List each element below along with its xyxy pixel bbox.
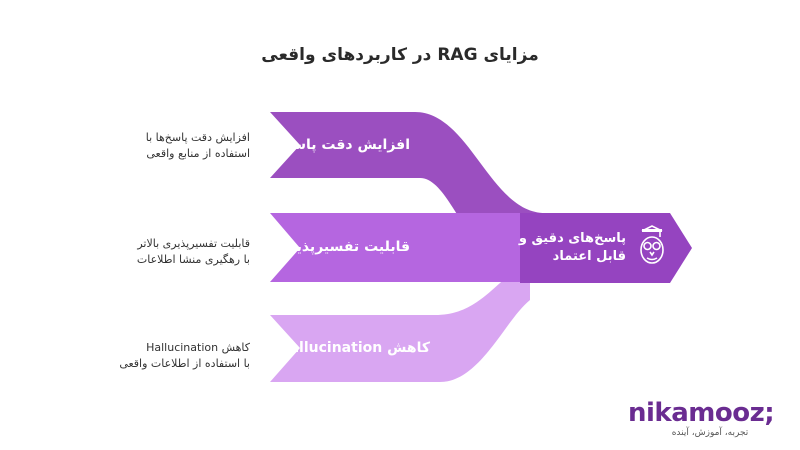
- output-label-line2: قابل اعتماد: [552, 249, 626, 264]
- output-label: پاسخ‌های دقیق و قابل اعتماد: [496, 230, 626, 266]
- owl-graduate-icon: [640, 225, 664, 264]
- brand-logo: nikamooz;: [628, 398, 788, 428]
- band-interpretability: [270, 213, 530, 282]
- band-label-interpretability: قابلیت تفسیرپذیری: [275, 239, 410, 255]
- desc-accuracy-line2: استفاده از منابع واقعی: [146, 147, 250, 160]
- band-label-accuracy: افزایش دقت پاسخ: [282, 137, 410, 153]
- desc-hallucination-line2: با استفاده از اطلاعات واقعی: [119, 357, 250, 370]
- page-title: مزایای RAG در کاربردهای واقعی: [261, 45, 539, 65]
- brand-tagline: تجربه، آموزش، آینده: [671, 428, 749, 438]
- desc-accuracy-line1: افزایش دقت پاسخ‌ها با: [145, 131, 250, 144]
- band-hallucination: [270, 260, 530, 382]
- desc-accuracy: افزایش دقت پاسخ‌ها با استفاده از منابع و…: [100, 130, 250, 162]
- desc-interpretability-line2: با رهگیری منشا اطلاعات: [136, 253, 250, 266]
- brand-suffix: ;: [764, 398, 775, 428]
- desc-interpretability: قابلیت تفسیرپذیری بالاتر با رهگیری منشا …: [100, 236, 250, 268]
- desc-interpretability-line1: قابلیت تفسیرپذیری بالاتر: [137, 237, 250, 250]
- desc-hallucination: کاهش Hallucination با استفاده از اطلاعات…: [100, 340, 250, 372]
- output-label-line1: پاسخ‌های دقیق و: [518, 231, 626, 246]
- desc-hallucination-line1: کاهش Hallucination: [146, 341, 250, 354]
- band-label-hallucination: کاهش Hallucination: [277, 340, 430, 356]
- brand-name: nikamooz: [628, 398, 765, 428]
